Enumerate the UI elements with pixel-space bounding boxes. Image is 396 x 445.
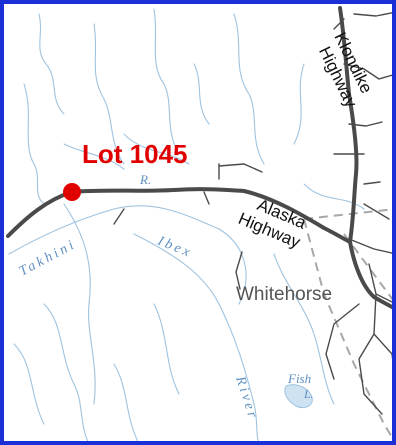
map-canvas[interactable]: Lot 1045 Klondike Highway Alaska Highway… bbox=[4, 4, 396, 445]
stream bbox=[63, 143, 125, 170]
water-label-fish: Fish bbox=[287, 371, 311, 386]
stream bbox=[253, 403, 259, 441]
stream bbox=[153, 8, 180, 155]
boundary-lines bbox=[303, 208, 392, 440]
stream bbox=[8, 205, 220, 255]
water-features bbox=[8, 8, 365, 441]
stream bbox=[43, 303, 89, 441]
city-label: Whitehorse bbox=[236, 284, 332, 305]
water-label-r: R. bbox=[139, 172, 151, 187]
alaska-highway-label: Alaska Highway bbox=[236, 195, 310, 252]
klondike-highway-label: Klondike Highway bbox=[315, 29, 376, 111]
stream bbox=[113, 363, 139, 441]
secondary-roads bbox=[113, 12, 392, 415]
fish-lake bbox=[284, 384, 313, 409]
water-label-fish-l: L. bbox=[303, 387, 314, 401]
stream bbox=[23, 83, 45, 205]
stream bbox=[93, 23, 125, 165]
water-label-river: River bbox=[232, 374, 261, 423]
stream bbox=[13, 343, 45, 425]
stream bbox=[303, 183, 365, 210]
stream bbox=[153, 303, 180, 395]
klondike-highway-line bbox=[338, 6, 359, 244]
lot-marker[interactable] bbox=[63, 183, 81, 201]
stream bbox=[38, 13, 65, 115]
stream bbox=[273, 253, 335, 405]
stream bbox=[218, 228, 247, 305]
stream bbox=[233, 13, 265, 165]
stream bbox=[133, 233, 255, 405]
stream bbox=[293, 63, 305, 145]
stream bbox=[123, 133, 190, 165]
lot-label: Lot 1045 bbox=[82, 139, 188, 169]
water-label-takhini: Takhini bbox=[17, 237, 79, 280]
stream bbox=[63, 203, 96, 405]
stream bbox=[193, 63, 210, 125]
